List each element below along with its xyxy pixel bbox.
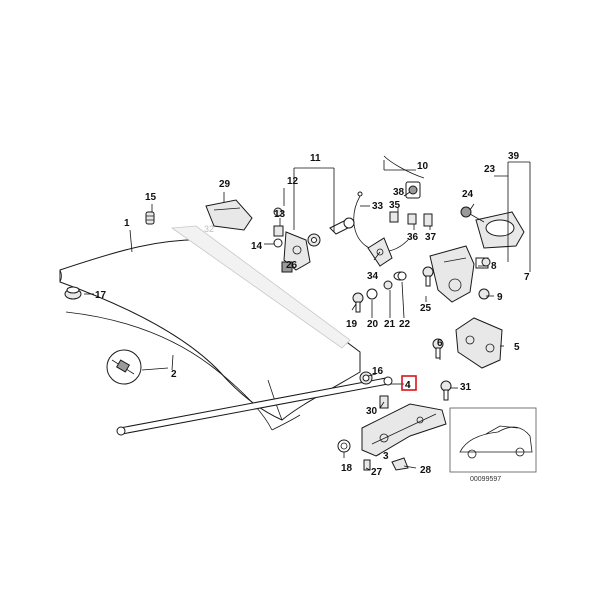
callout-label-21: 21 xyxy=(384,319,396,330)
callout-label-13: 13 xyxy=(274,209,286,220)
callout-label-30: 30 xyxy=(366,406,378,417)
callout-label-6: 6 xyxy=(437,338,443,349)
callout-label-26: 26 xyxy=(286,260,298,271)
callout-label-10: 10 xyxy=(417,161,429,172)
bracket-lines xyxy=(283,160,531,272)
callout-label-38: 38 xyxy=(393,187,405,198)
central-locking-actuator xyxy=(460,206,525,249)
leader-lines xyxy=(84,191,504,471)
callout-label-27: 27 xyxy=(371,467,383,478)
callout-label-31: 31 xyxy=(460,382,472,393)
callout-label-19: 19 xyxy=(346,319,358,330)
expanding-rivet xyxy=(145,211,155,225)
ghost-label-32: 32 xyxy=(204,224,214,234)
callout-label-2: 2 xyxy=(171,369,177,380)
callout-label-15: 15 xyxy=(145,192,157,203)
callout-label-9: 9 xyxy=(497,292,503,303)
callout-label-34: 34 xyxy=(367,271,379,282)
release-cable xyxy=(353,155,425,253)
callout-label-36: 36 xyxy=(407,232,419,243)
callout-label-29: 29 xyxy=(219,179,231,190)
rubber-buffer xyxy=(64,286,82,300)
callout-label-24: 24 xyxy=(462,189,474,200)
callout-label-16: 16 xyxy=(372,366,384,377)
callout-label-17: 17 xyxy=(95,290,107,301)
callout-label-28: 28 xyxy=(420,465,432,476)
trunk-lid-hinge xyxy=(361,403,447,457)
clip-detail-circle xyxy=(106,349,142,385)
callout-label-23: 23 xyxy=(484,164,496,175)
callout-label-4: 4 xyxy=(405,380,411,391)
callout-label-3: 3 xyxy=(383,451,389,462)
callout-label-39: 39 xyxy=(508,151,520,162)
callout-label-14: 14 xyxy=(251,241,263,252)
callout-label-18: 18 xyxy=(341,463,353,474)
lock-bracket xyxy=(455,317,503,369)
callout-label-8: 8 xyxy=(491,261,497,272)
diagram-image-code: 00099597 xyxy=(470,476,501,483)
callout-label-33: 33 xyxy=(372,201,384,212)
fasteners xyxy=(337,257,491,471)
callout-label-22: 22 xyxy=(399,319,411,330)
license-plate-light xyxy=(205,199,253,231)
callout-label-20: 20 xyxy=(367,319,379,330)
gas-spring xyxy=(116,376,393,436)
vehicle-thumbnail xyxy=(449,407,537,473)
callout-label-1: 1 xyxy=(124,218,130,229)
callout-label-37: 37 xyxy=(425,232,437,243)
callout-label-25: 25 xyxy=(420,303,432,314)
callout-label-5: 5 xyxy=(514,342,520,353)
callout-label-12: 12 xyxy=(287,176,299,187)
callout-label-7: 7 xyxy=(524,272,530,283)
highlight-box-part-4 xyxy=(401,375,417,391)
lock-cylinder-assembly xyxy=(273,207,355,273)
weatherstrip-ghost xyxy=(170,225,351,349)
callout-label-11: 11 xyxy=(310,153,321,164)
callout-label-35: 35 xyxy=(389,200,401,211)
